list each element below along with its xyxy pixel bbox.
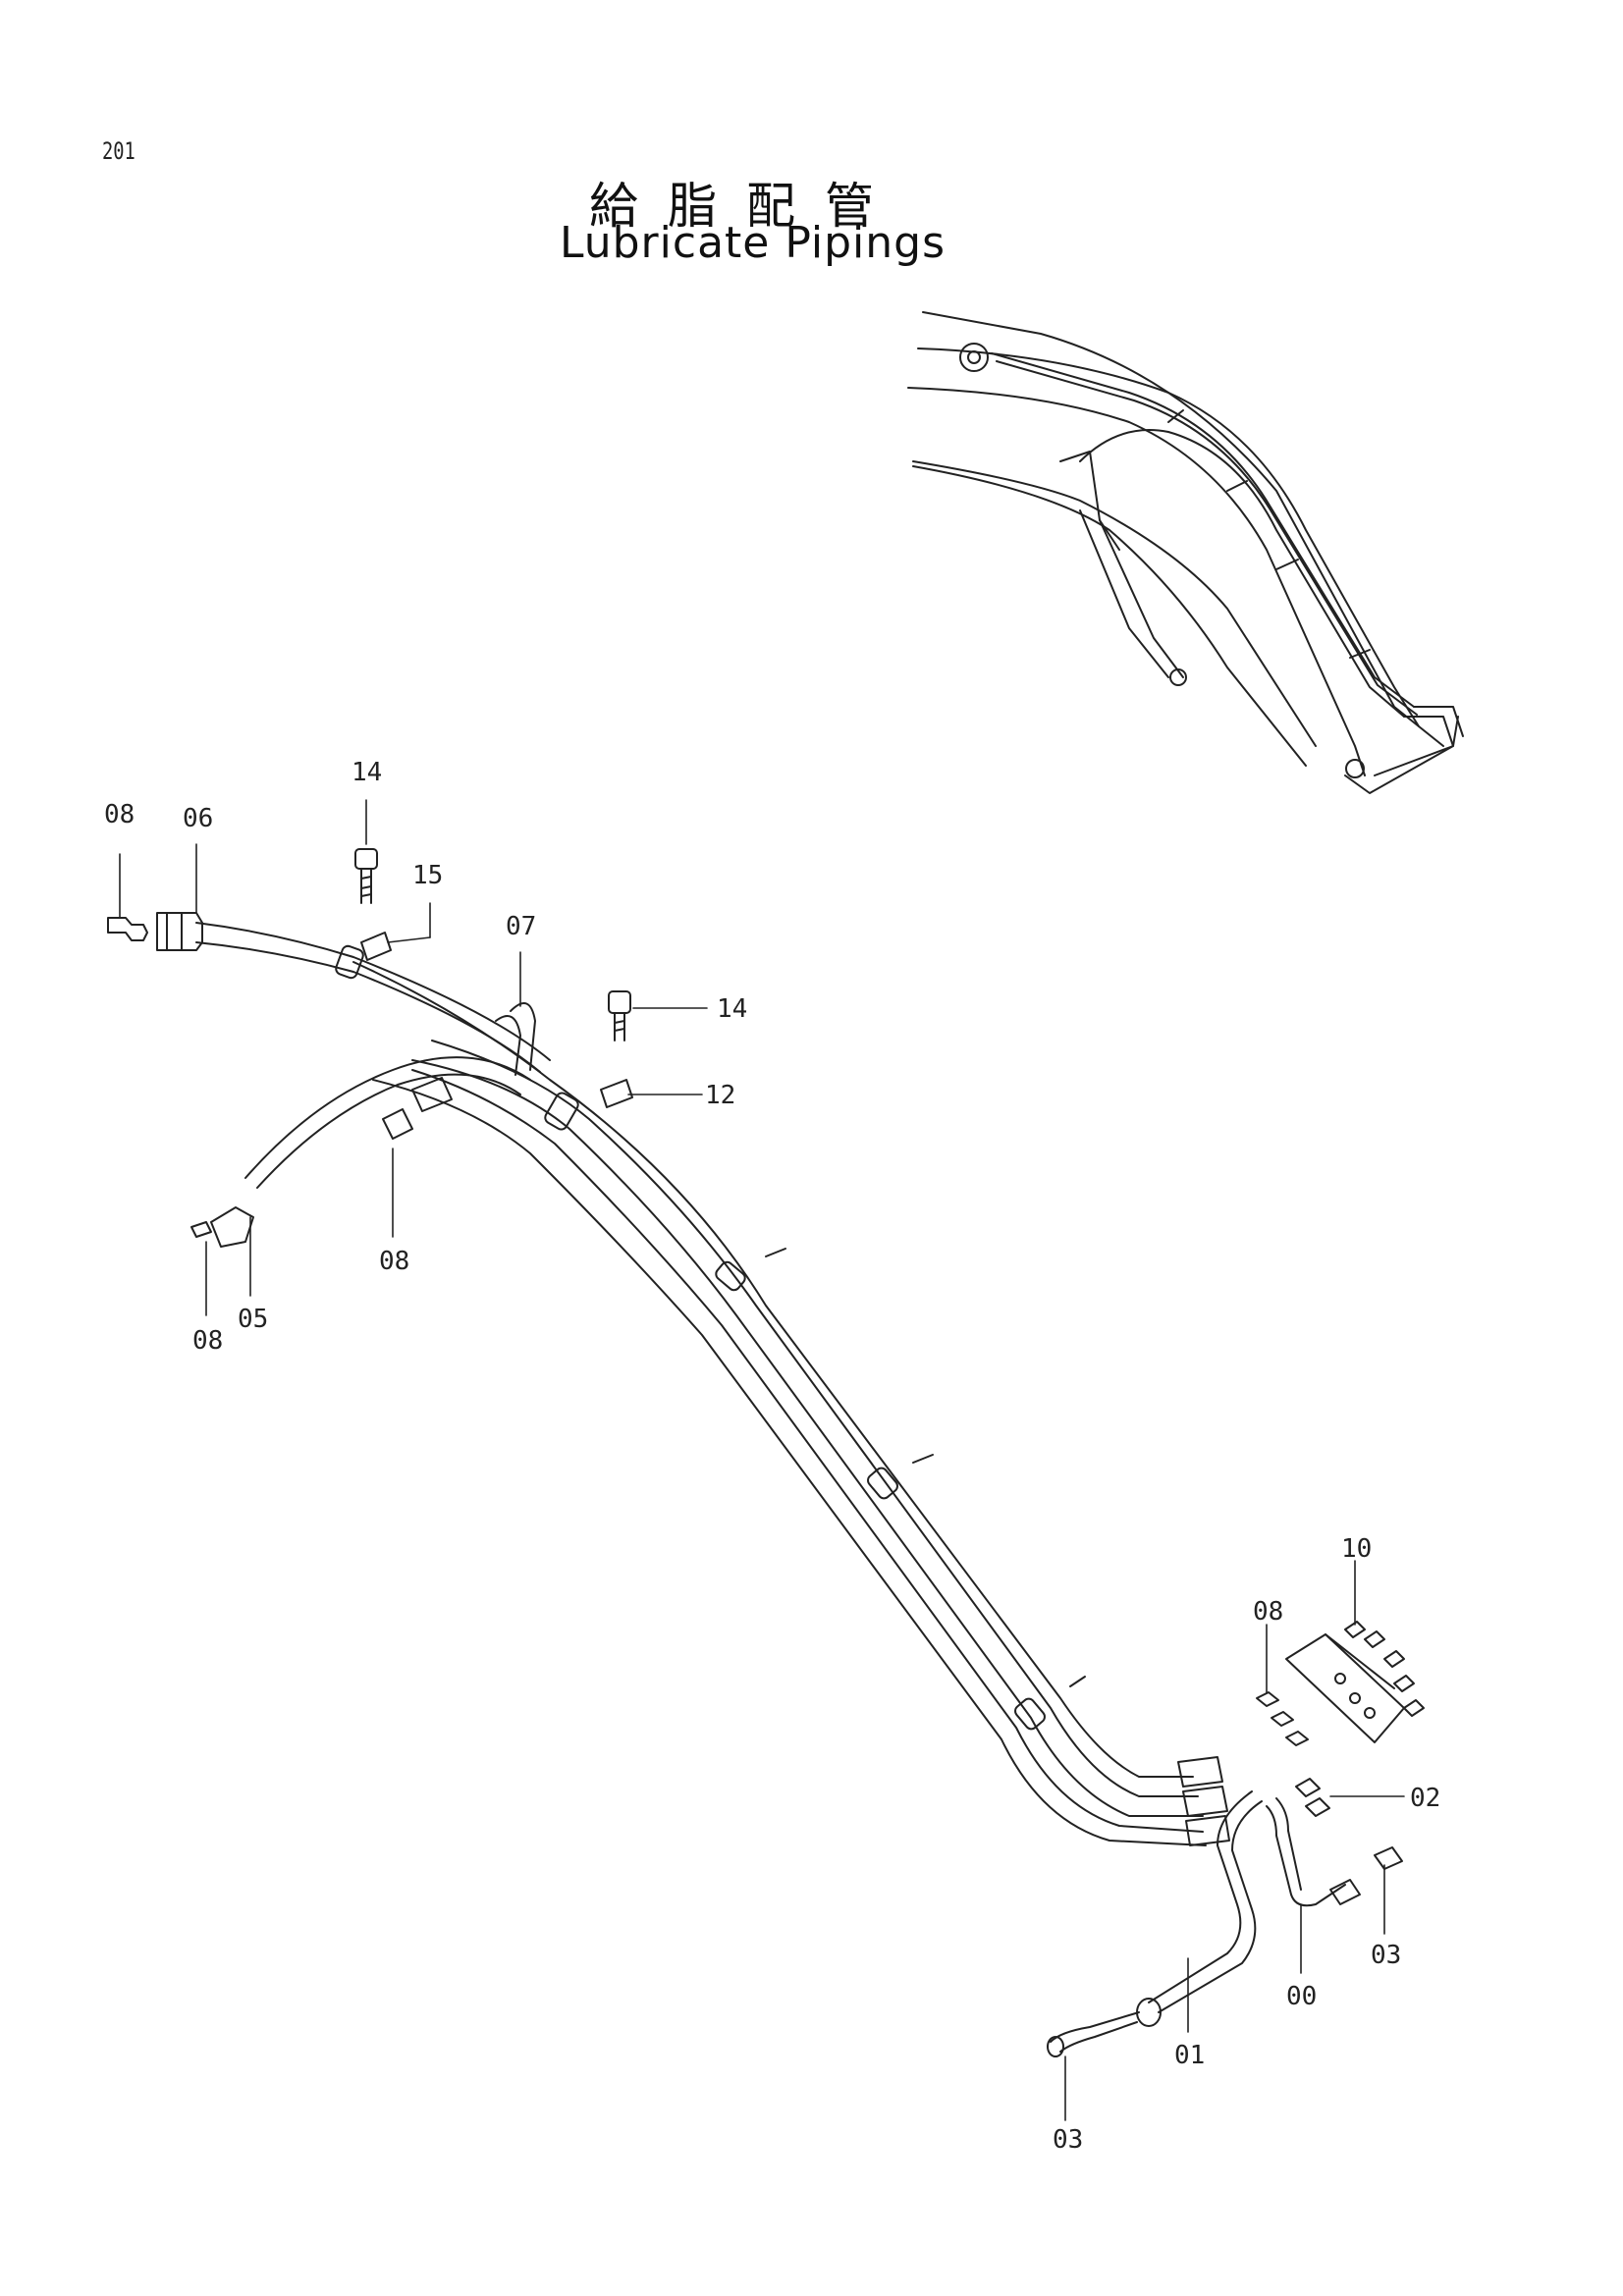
title-japanese: 給脂配管 (589, 178, 903, 235)
callout-14-right: 14 (717, 994, 747, 1024)
title-english: Lubricate Pipings (560, 218, 947, 268)
callout-15: 15 (412, 861, 443, 890)
callout-14-top: 14 (352, 758, 382, 787)
callout-03-right: 03 (1371, 1941, 1401, 1970)
callout-03-bottom: 03 (1053, 2125, 1083, 2155)
callout-08-left: 08 (192, 1326, 223, 1356)
callout-06: 06 (183, 804, 213, 833)
page-number: 201 (102, 137, 135, 165)
leader-lines (119, 799, 1405, 2121)
callout-08-mid: 08 (379, 1247, 409, 1276)
callout-08-manifold: 08 (1253, 1597, 1283, 1627)
callout-05: 05 (238, 1305, 268, 1334)
main-pipe-bundle (195, 922, 1207, 1846)
boom-overview-inset (907, 311, 1464, 794)
fittings (107, 848, 1425, 2057)
callout-00: 00 (1286, 1982, 1317, 2011)
callout-10: 10 (1341, 1534, 1372, 1564)
callout-08-top-left: 08 (104, 800, 135, 829)
callout-02: 02 (1410, 1784, 1440, 1813)
callout-labels: 14 15 08 06 07 14 12 08 08 05 10 08 02 0… (104, 758, 1440, 2155)
callout-01: 01 (1174, 2041, 1205, 2070)
callout-12: 12 (705, 1081, 735, 1110)
callout-07: 07 (506, 912, 536, 941)
